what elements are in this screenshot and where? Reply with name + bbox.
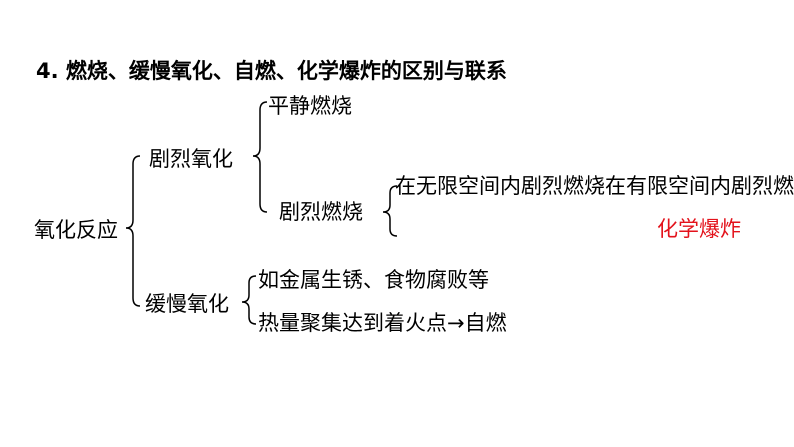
fast-bracket — [252, 101, 268, 213]
chemical-explosion-label: 化学爆炸 — [657, 217, 741, 241]
fast-oxidation-label: 剧烈氧化 — [149, 147, 233, 171]
vigorous-bracket — [382, 185, 398, 237]
slow-result-text: 热量聚集达到着火点→自燃 — [258, 311, 507, 335]
slow-example-text: 如金属生锈、食物腐败等 — [258, 268, 489, 292]
slow-oxidation-label: 缓慢氧化 — [145, 292, 229, 316]
vigorous-detail-text: 在无限空间内剧烈燃烧在有限空间内剧烈燃烧 — [395, 174, 794, 198]
slow-bracket — [241, 275, 257, 325]
vigorous-burning-label: 剧烈燃烧 — [279, 200, 363, 224]
root-bracket — [125, 155, 141, 307]
calm-burning-label: 平静燃烧 — [268, 94, 352, 118]
root-label: 氧化反应 — [34, 218, 118, 242]
section-title: 4. 燃烧、缓慢氧化、自燃、化学爆炸的区别与联系 — [36, 59, 507, 83]
